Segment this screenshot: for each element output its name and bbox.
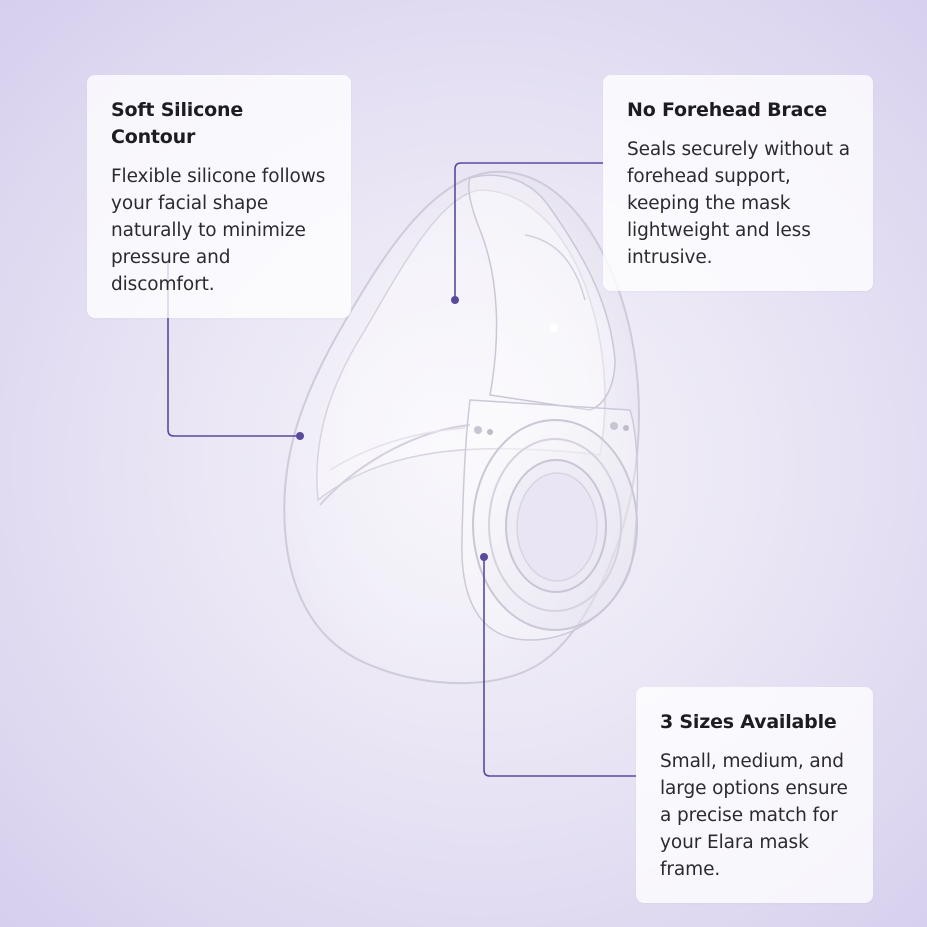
feature-description: Seals securely without a forehead suppor… (627, 139, 850, 268)
feature-title: No Forehead Brace (627, 99, 827, 121)
feature-card-no-forehead-brace: No Forehead Brace Seals securely without… (603, 75, 873, 291)
feature-title: 3 Sizes Available (660, 711, 837, 733)
feature-card-three-sizes: 3 Sizes Available Small, medium, and lar… (636, 687, 873, 903)
feature-description: Small, medium, and large options ensure … (660, 751, 848, 880)
feature-description: Flexible silicone follows your facial sh… (111, 166, 326, 295)
feature-title: Soft Silicone Contour (111, 99, 244, 148)
feature-card-soft-silicone: Soft Silicone Contour Flexible silicone … (87, 75, 351, 318)
